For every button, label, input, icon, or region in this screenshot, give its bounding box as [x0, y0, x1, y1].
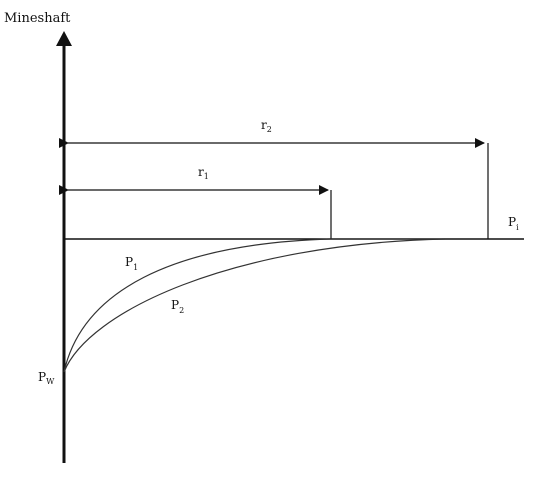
label-pi: Pi [508, 215, 519, 232]
label-r2: r2 [261, 118, 272, 134]
vertical-axis-arrow [56, 31, 72, 46]
label-p2: P2 [171, 298, 184, 315]
pressure-curve-p1 [63, 238, 445, 373]
pressure-curve-p2 [63, 238, 446, 373]
diagram-title: Mineshaft [4, 11, 71, 26]
label-r1: r1 [198, 165, 209, 181]
label-pw: PW [38, 370, 55, 386]
label-p1: P1 [125, 255, 138, 272]
